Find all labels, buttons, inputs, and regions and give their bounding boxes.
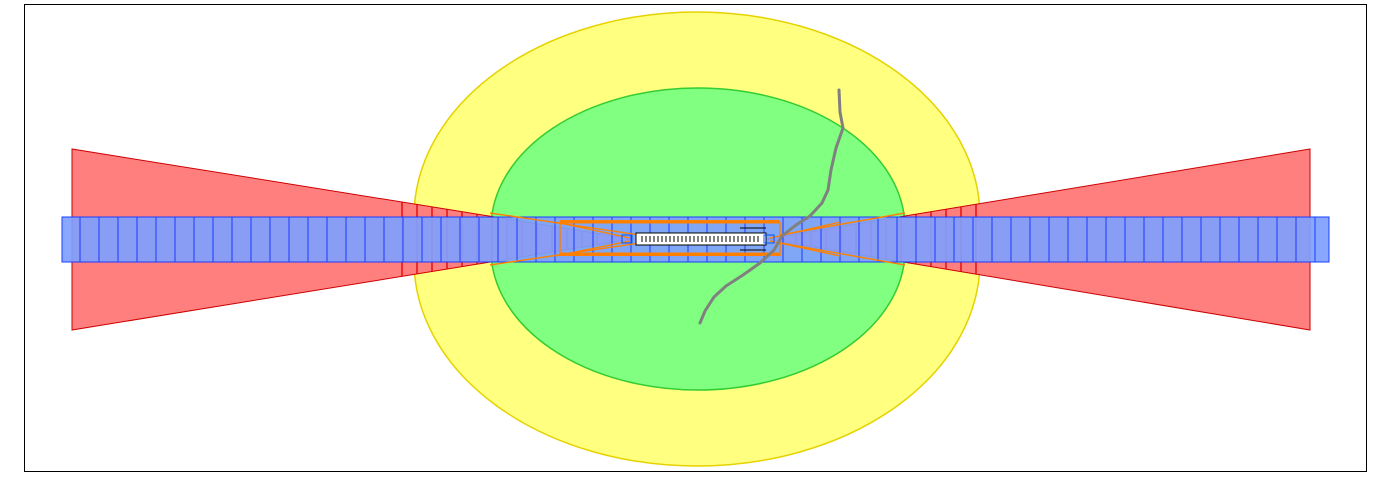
- airfield-detail: [621, 227, 775, 251]
- threshold-marker-right: [763, 234, 775, 244]
- terrain-trace: [698, 88, 845, 325]
- transition-line: [554, 221, 631, 239]
- transition-line: [769, 240, 841, 257]
- transition-line: [554, 240, 631, 257]
- threshold-marker-left: [621, 234, 633, 244]
- map-frame: [24, 4, 1367, 472]
- transition-lines: [489, 212, 906, 266]
- transition-line: [779, 242, 906, 266]
